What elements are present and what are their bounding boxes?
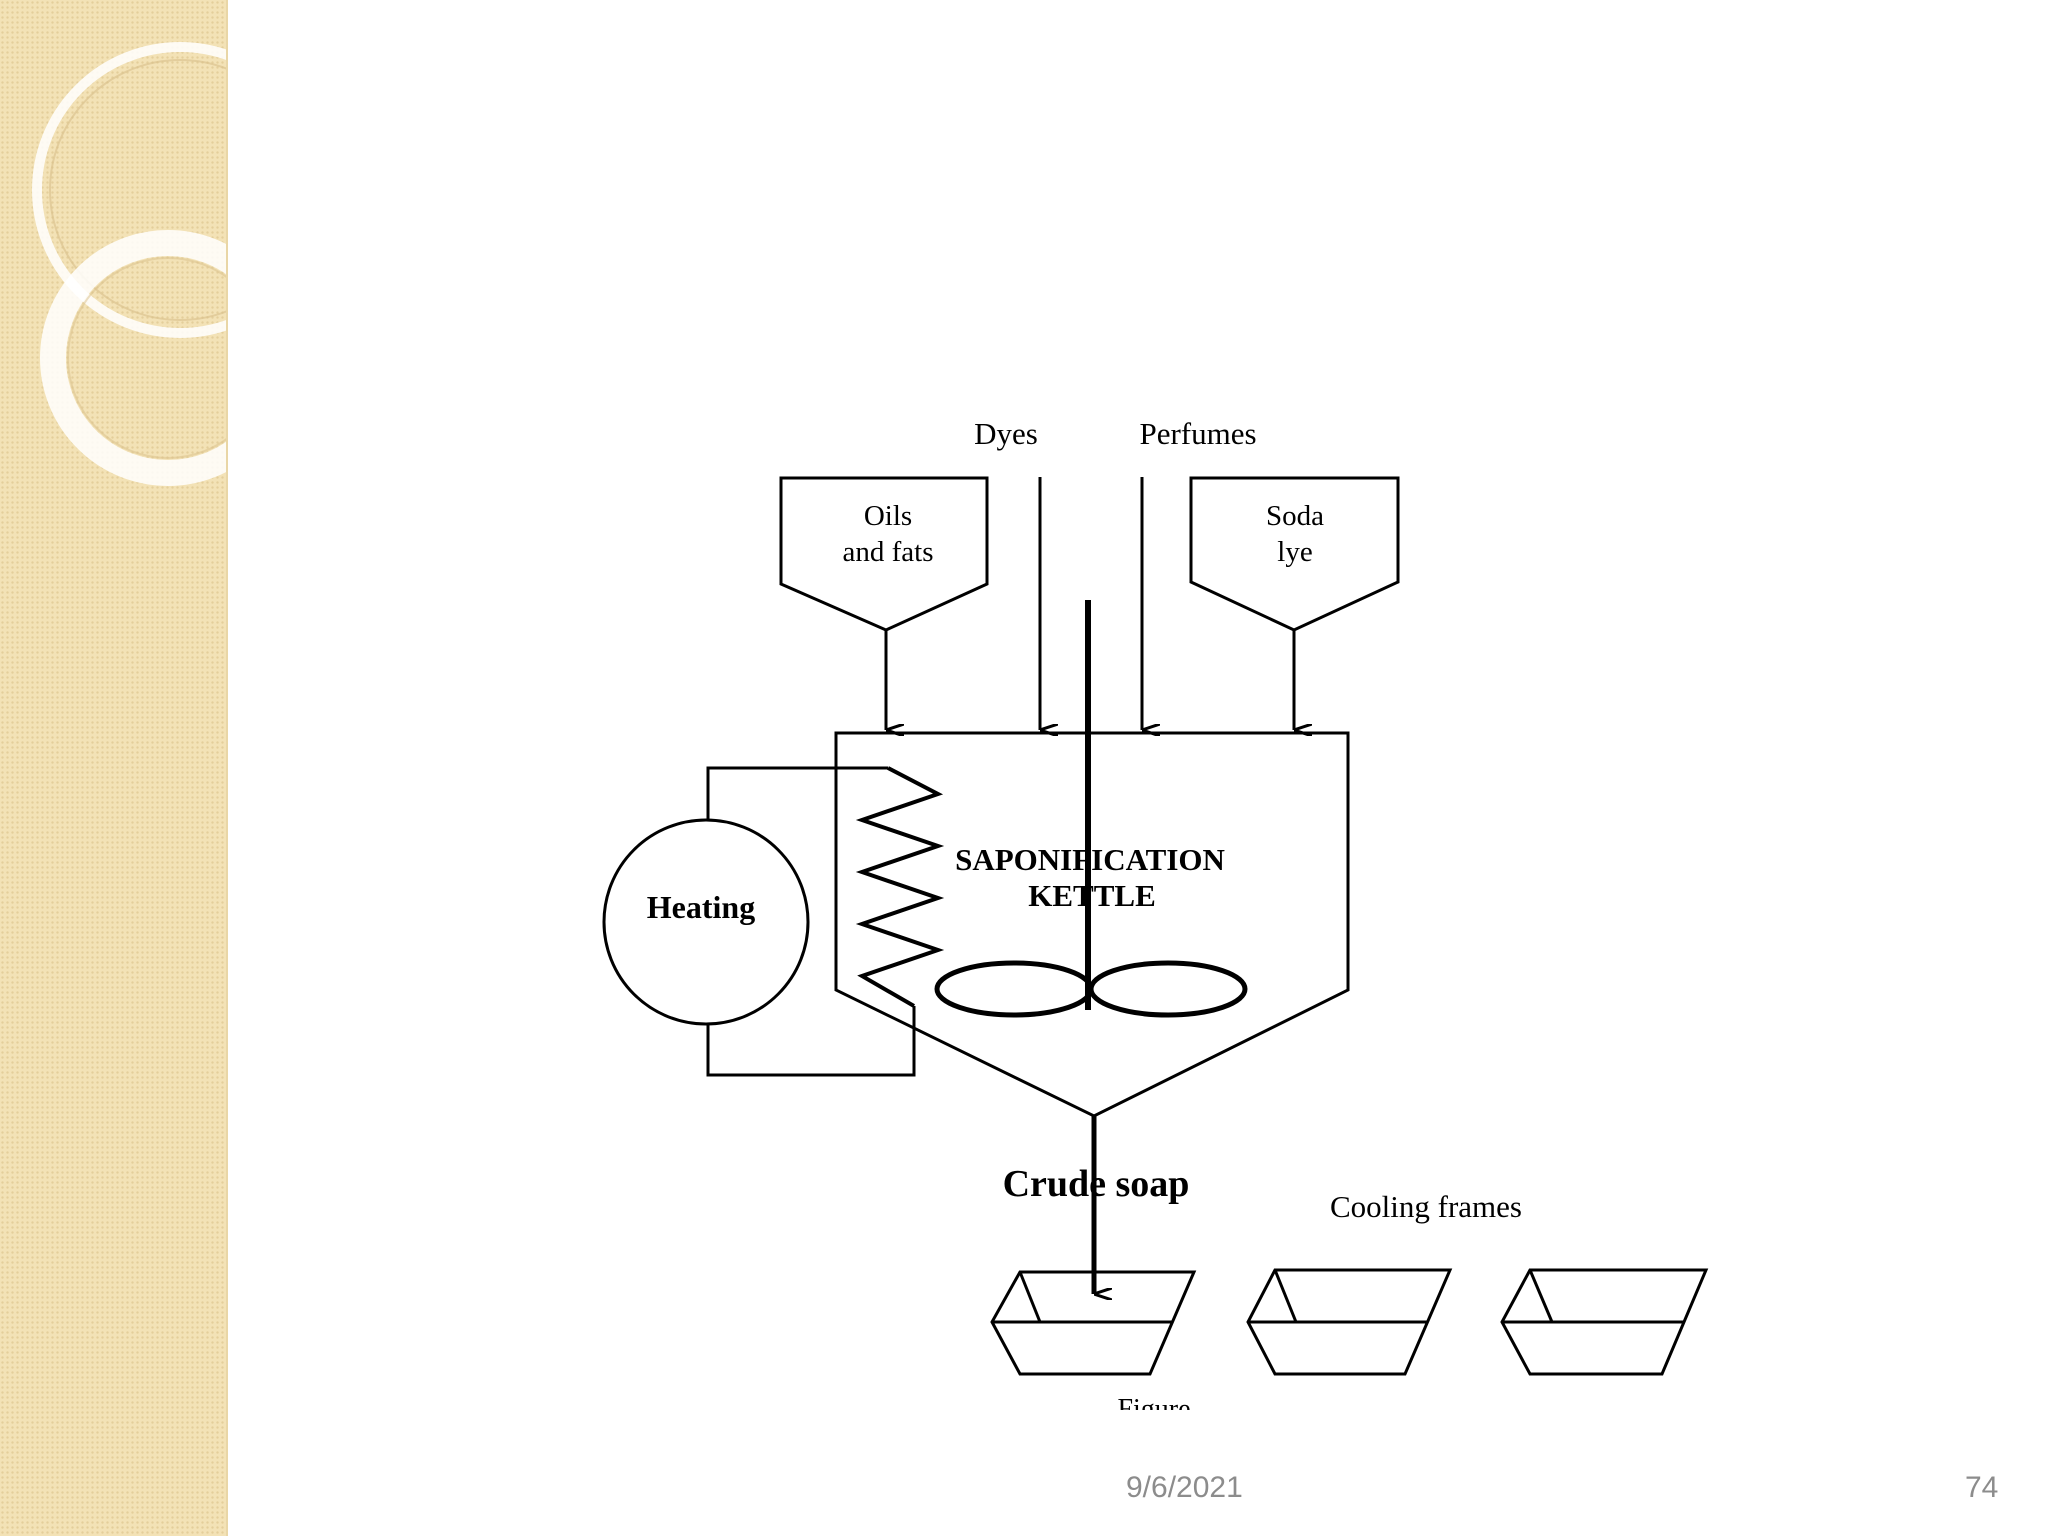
- cooling-frames-label: Cooling frames: [1330, 1189, 1522, 1224]
- oils-fats-hopper: [779, 476, 989, 632]
- heating-return-pipe: [706, 1006, 916, 1077]
- footer-date: 9/6/2021: [1126, 1471, 1243, 1504]
- decorative-rings: [32, 42, 228, 486]
- decorative-ring-small: [40, 230, 228, 486]
- heating-coil: [855, 766, 945, 1008]
- heating-unit: [602, 818, 810, 1026]
- stirrer-blade-left: [934, 960, 1094, 1018]
- side-band-edge: [226, 0, 228, 1536]
- cooling-frame-1: [990, 1270, 1197, 1376]
- page-number: 74: [1965, 1471, 1999, 1504]
- dyes-label: Dyes: [974, 416, 1038, 451]
- soda-label-line1: Soda: [1266, 500, 1324, 532]
- soda-lye-hopper: [1189, 476, 1400, 632]
- stirrer-blade-right: [1088, 960, 1248, 1018]
- crude-soap-label: Crude soap: [1003, 1163, 1190, 1205]
- decorative-ring-small-shadow: [67, 257, 228, 459]
- cooling-frame-2: [1246, 1268, 1453, 1376]
- heating-supply-pipe: [706, 766, 888, 820]
- decorative-ring-large: [32, 42, 228, 338]
- decorative-ring-large-shadow: [49, 59, 228, 321]
- perfumes-label: Perfumes: [1139, 416, 1256, 451]
- oils-label-line1: Oils: [864, 500, 912, 532]
- soda-label-line2: lye: [1277, 536, 1312, 568]
- heating-label: Heating: [647, 889, 755, 925]
- saponification-kettle: [834, 731, 1350, 1118]
- cooling-frame-3: [1500, 1268, 1709, 1376]
- caption-mask: [1100, 1410, 1800, 1440]
- oils-label-line2: and fats: [843, 536, 934, 568]
- decorative-side-band: [0, 0, 228, 1536]
- kettle-label-line2: KETTLE: [1028, 878, 1156, 913]
